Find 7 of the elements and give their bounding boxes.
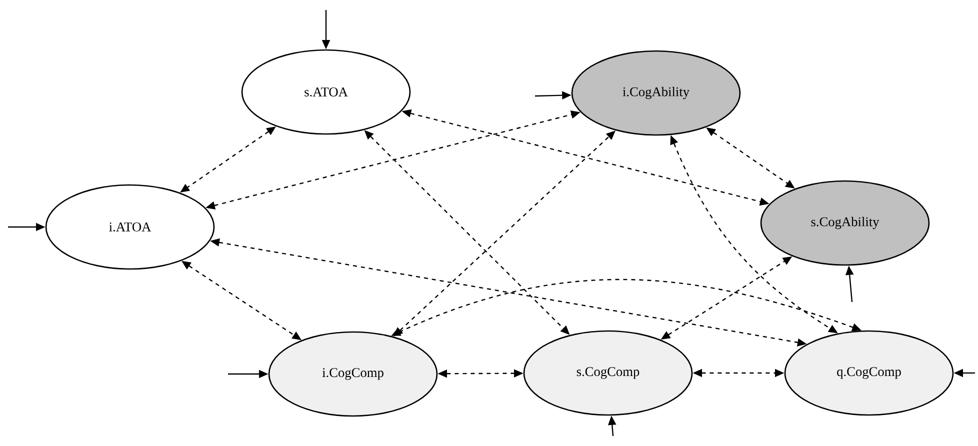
ellipse-node: s.ATOA [241, 49, 411, 135]
ellipse-node: s.CogAbility [760, 180, 930, 266]
ellipse-node: q.CogComp [784, 330, 954, 416]
ellipse-node: i.CogAbility [571, 50, 741, 136]
ellipse-node: i.CogComp [268, 331, 438, 417]
ellipse-node: i.ATOA [45, 184, 215, 270]
ellipse-node: s.CogComp [523, 330, 693, 416]
